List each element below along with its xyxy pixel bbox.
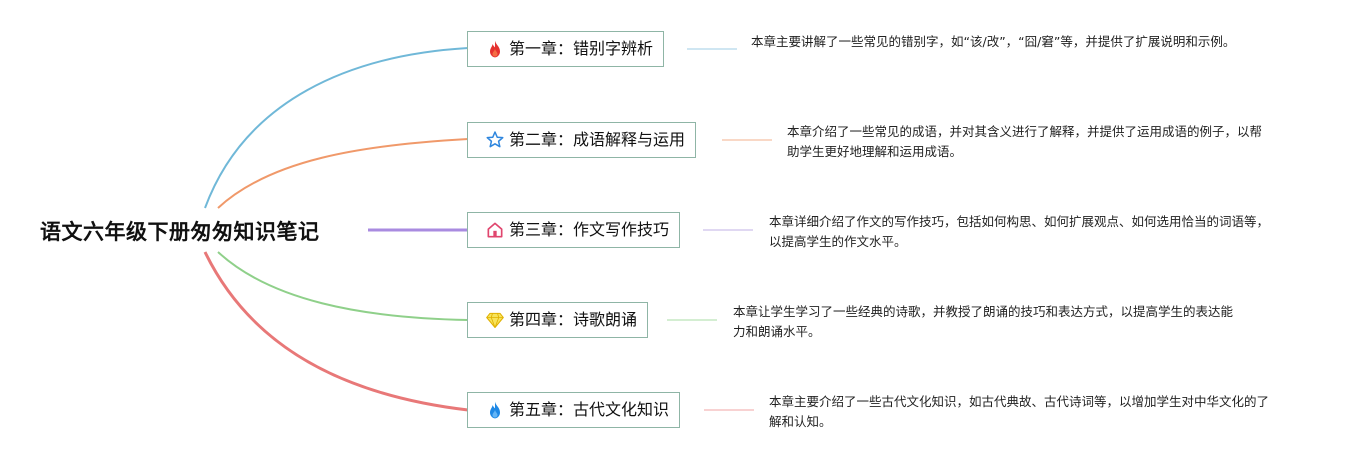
chapter-label-3: 第三章：作文写作技巧	[509, 220, 670, 239]
chapter-label-2: 第二章：成语解释与运用	[509, 130, 686, 149]
water-drop-fire-icon	[484, 399, 506, 421]
chapter-node-5[interactable]: 第五章：古代文化知识	[467, 392, 681, 428]
fire-icon	[484, 38, 506, 60]
house-icon	[484, 219, 506, 241]
chapter-node-2[interactable]: 第二章：成语解释与运用	[467, 122, 697, 158]
chapter-node-1[interactable]: 第一章：错别字辨析	[467, 31, 665, 67]
branch-connector-2	[217, 138, 469, 209]
branch-connector-5	[203, 251, 469, 412]
chapter-description-3: 本章详细介绍了作文的写作技巧，包括如何构思、如何扩展观点、如何选用恰当的词语等，…	[769, 214, 1270, 249]
branch-connector-4	[217, 251, 469, 321]
chapter-description-1: 本章主要讲解了一些常见的错别字，如“该/改”，“囧/窘”等，并提供了扩展说明和示…	[751, 34, 1236, 49]
chapter-description-5: 本章主要介绍了一些古代文化知识，如古代典故、古代诗词等，以增加学生对中华文化的了…	[769, 394, 1270, 429]
chapter-label-4: 第四章：诗歌朗诵	[509, 310, 638, 329]
branch-connector-1	[204, 47, 469, 209]
mindmap-root-title[interactable]: 语文六年级下册匆匆知识笔记	[40, 220, 320, 244]
star-outline-icon	[484, 129, 506, 151]
chapter-node-3[interactable]: 第三章：作文写作技巧	[467, 212, 681, 248]
diamond-icon	[484, 309, 506, 331]
chapter-label-1: 第一章：错别字辨析	[509, 39, 654, 58]
chapter-description-4: 本章让学生学习了一些经典的诗歌，并教授了朗诵的技巧和表达方式，以提高学生的表达能…	[733, 304, 1234, 339]
chapter-node-4[interactable]: 第四章：诗歌朗诵	[467, 302, 649, 338]
chapter-label-5: 第五章：古代文化知识	[509, 400, 670, 419]
chapter-description-2: 本章介绍了一些常见的成语，并对其含义进行了解释，并提供了运用成语的例子，以帮助学…	[787, 124, 1263, 159]
